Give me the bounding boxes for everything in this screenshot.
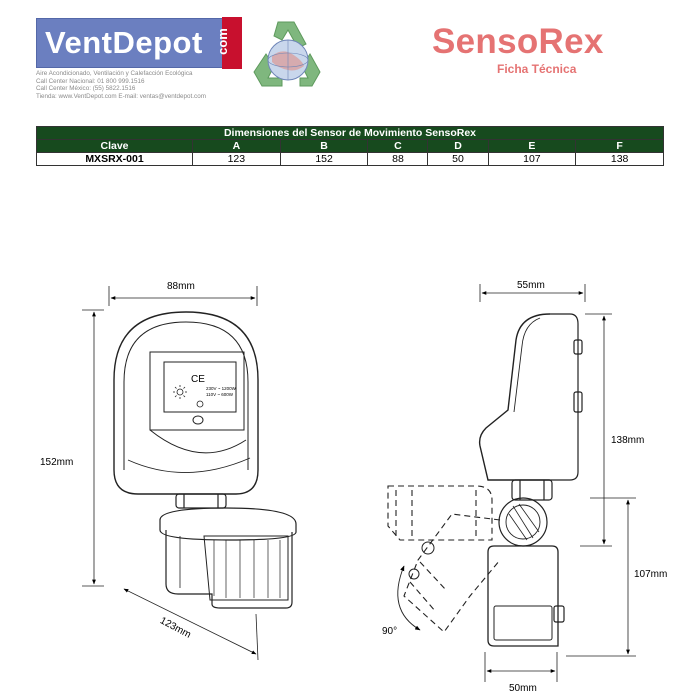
spec-line-2: 110V ~ 600W [206,392,234,397]
table-title: Dimensiones del Sensor de Movimiento Sen… [36,126,664,140]
brand-title: SensoRex [432,22,604,61]
dim-138mm: 138mm [611,435,644,446]
sun-icon [173,385,187,399]
front-view [82,286,297,661]
col-header: A [192,139,281,153]
cell: 50 [427,152,489,166]
info-line: Aire Acondicionado, Ventilación y Calefa… [36,70,193,77]
col-header: E [487,139,577,153]
spec-line-1: 230V ~ 1200W [206,386,237,391]
info-line: Call Center México: (55) 5822.1516 [36,85,136,93]
logo-com-badge: com [215,17,242,69]
cell-clave: MXSRX-001 [36,152,193,166]
side-view [387,284,636,682]
dim-88mm: 88mm [167,281,195,292]
cell: 138 [575,152,664,166]
ce-mark: CE [191,374,205,385]
cell: 107 [487,152,577,166]
dim-152mm: 152mm [40,457,73,468]
table-header-row: Clave A B C D E F [36,139,664,153]
adjust-knob-icon [196,400,204,408]
info-line: Tienda: www.VentDepot.com E-mail: ventas… [36,92,206,100]
angle-90: 90° [382,626,397,637]
col-header: F [575,139,664,153]
contact-info: Aire Acondicionado, Ventilación y Calefa… [36,70,206,100]
info-line: Call Center Nacional: 01 800 999.1516 [36,77,145,85]
cell: 123 [192,152,281,166]
cell: 152 [279,152,369,166]
cell: 88 [367,152,429,166]
dim-55mm: 55mm [517,280,545,291]
table-row: MXSRX-001 123 152 88 50 107 138 [36,152,664,166]
col-header: Clave [36,139,193,153]
brand-subtitle: Ficha Técnica [497,62,577,76]
col-header: B [279,139,369,153]
recycle-globe-icon [253,21,321,87]
col-header: D [427,139,489,153]
dim-107mm: 107mm [634,569,667,580]
logo-text: VentDepot [45,25,203,60]
dim-123mm: 123mm [158,615,193,640]
dim-50mm: 50mm [509,683,537,694]
ventdepot-logo: VentDepot [36,18,242,68]
dimensions-table: Dimensiones del Sensor de Movimiento Sen… [36,126,664,166]
